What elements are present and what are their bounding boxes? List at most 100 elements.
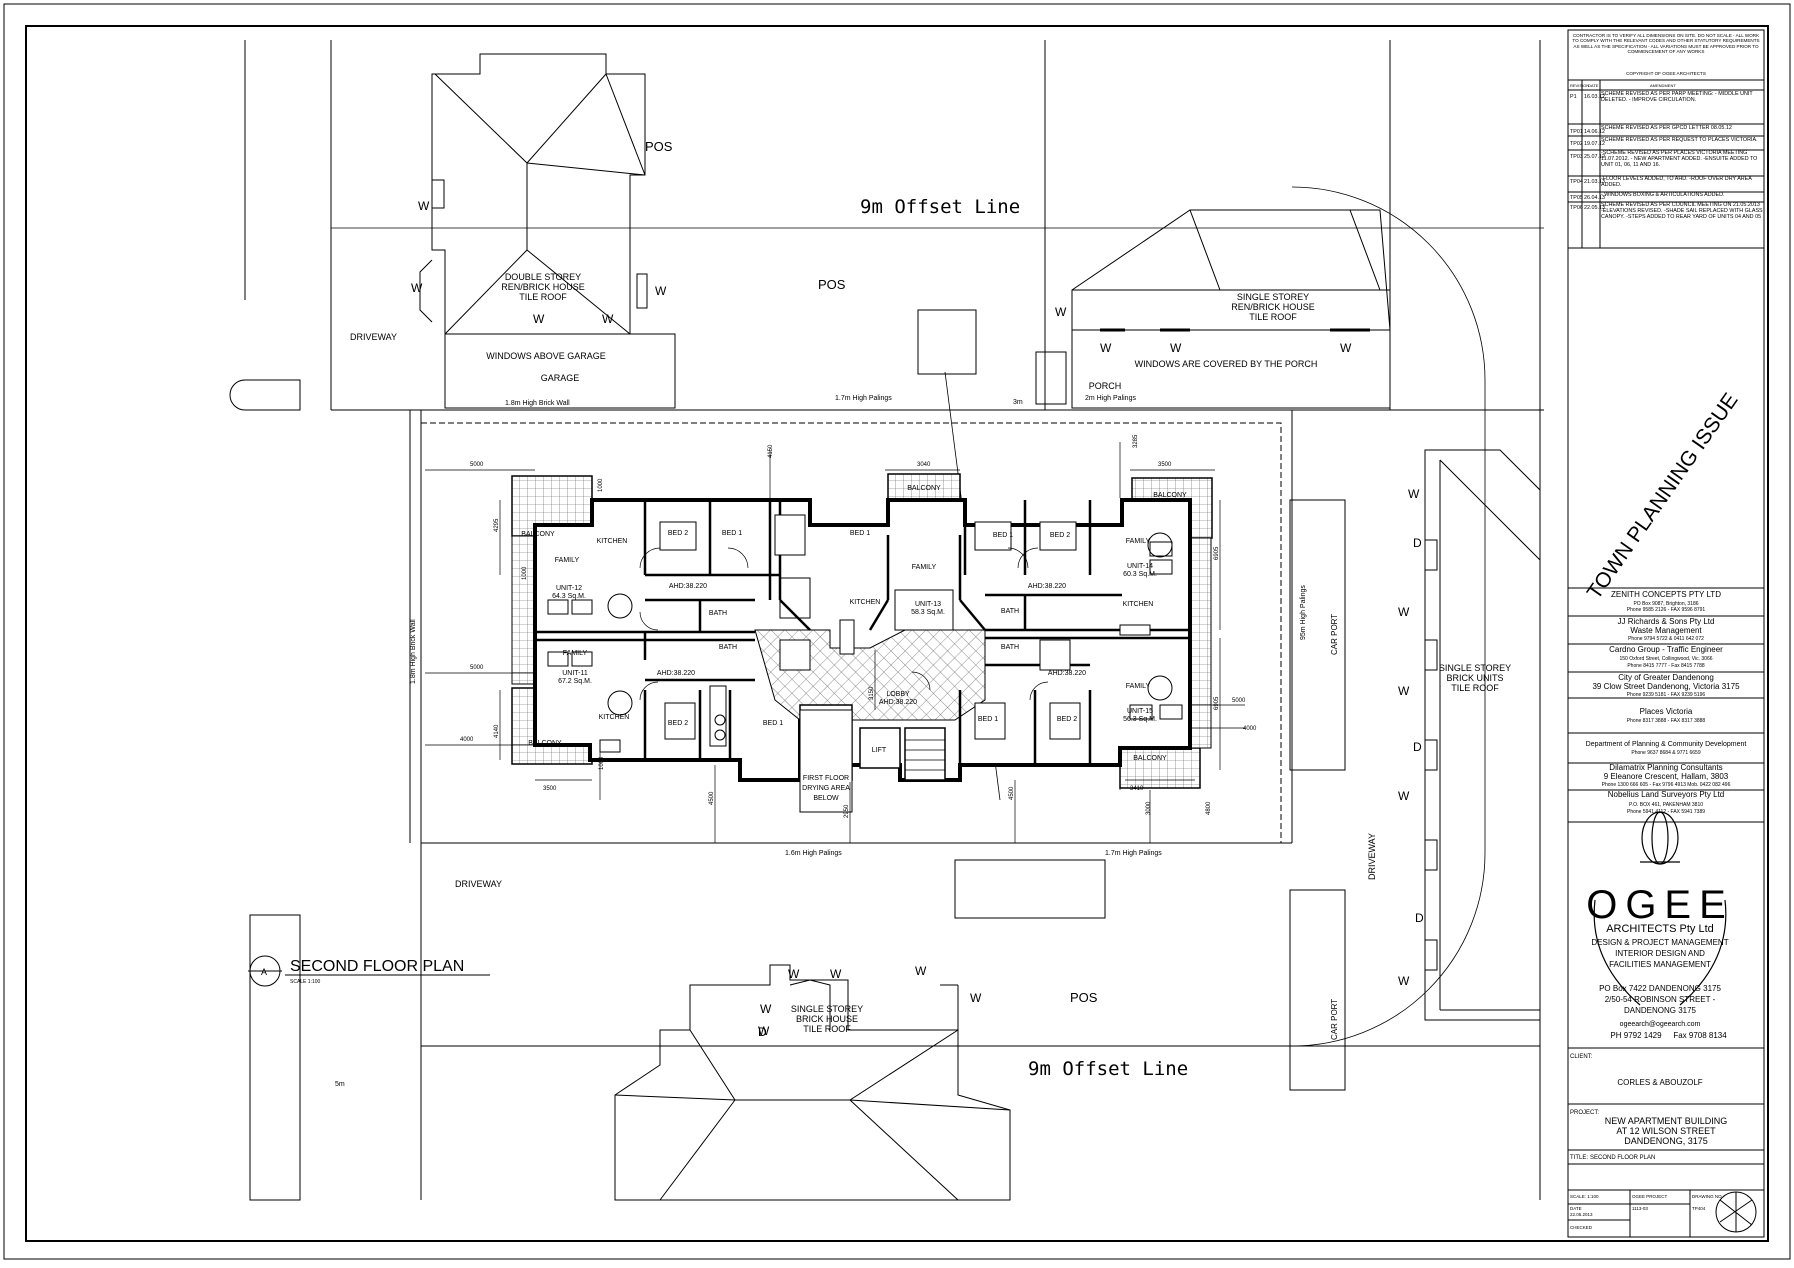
unit-13-balcony: BALCONY — [907, 485, 941, 492]
svg-text:BRICK HOUSE: BRICK HOUSE — [796, 1014, 858, 1024]
svg-text:AHD:38.220: AHD:38.220 — [879, 699, 917, 706]
svg-text:KITCHEN: KITCHEN — [597, 538, 628, 545]
svg-text:AHD:38.220: AHD:38.220 — [669, 583, 707, 590]
svg-text:FAMILY: FAMILY — [1126, 683, 1151, 690]
outer-border — [3, 3, 1791, 1260]
svg-text:D: D — [1415, 911, 1424, 925]
client-label: CLIENT: — [1570, 1054, 1593, 1060]
svg-text:BED 1: BED 1 — [850, 530, 870, 537]
svg-text:OGEE PROJECT: OGEE PROJECT — [1632, 1194, 1668, 1199]
svg-text:W: W — [411, 281, 423, 295]
ogee-logo-graphic — [1593, 811, 1727, 1006]
neighbour-units-right — [1424, 449, 1541, 1021]
lobby-label: LOBBY — [886, 691, 910, 698]
svg-text:W: W — [418, 199, 430, 213]
svg-text:W: W — [655, 284, 667, 298]
dimension-lines — [425, 442, 1245, 843]
svg-text:26.04.13: 26.04.13 — [1584, 195, 1605, 201]
svg-text:150 Oxford Street, Collingwood: 150 Oxford Street, Collingwood, Vic. 306… — [1619, 656, 1712, 662]
svg-text:DANDENONG 3175: DANDENONG 3175 — [1624, 1006, 1697, 1015]
svg-text:TP01: TP01 — [1570, 129, 1583, 135]
ogee-logo: OGEE — [1586, 883, 1734, 927]
svg-text:W: W — [1055, 305, 1067, 319]
svg-text:Phone 9585 2126 - FAX 9596 879: Phone 9585 2126 - FAX 9596 8791 — [1627, 607, 1706, 613]
svg-text:4295: 4295 — [494, 518, 500, 532]
svg-text:ARCHITECTS Pty Ltd: ARCHITECTS Pty Ltd — [1606, 923, 1714, 935]
title-block-fields: SCALE: 1:100 DATE 22.05.2013 CHECKED OGE… — [1570, 1194, 1723, 1230]
fence-top-right: 2m High Palings — [1085, 395, 1136, 402]
svg-text:TP03: TP03 — [1570, 154, 1583, 160]
svg-text:6905: 6905 — [1214, 696, 1220, 710]
svg-text:2/50-54 ROBINSON STREET -: 2/50-54 ROBINSON STREET - — [1605, 995, 1716, 1004]
fence-left-side: 1.8m High Brick Wall — [410, 619, 417, 684]
building-floor-plan — [511, 473, 1213, 813]
svg-text:INTERIOR DESIGN AND: INTERIOR DESIGN AND — [1615, 949, 1705, 958]
svg-text:AHD:38.220: AHD:38.220 — [657, 670, 695, 677]
svg-text:GARAGE: GARAGE — [541, 373, 580, 383]
distance-5m: 5m — [335, 1081, 345, 1088]
svg-text:W: W — [1398, 684, 1410, 698]
svg-text:TP02: TP02 — [1570, 141, 1583, 147]
svg-text:TILE ROOF: TILE ROOF — [519, 292, 567, 302]
svg-text:TP04: TP04 — [1570, 179, 1583, 185]
lift-shaft — [859, 727, 901, 769]
svg-text:4140: 4140 — [494, 724, 500, 738]
svg-text:WINDOWS ABOVE GARAGE: WINDOWS ABOVE GARAGE — [486, 351, 606, 361]
svg-text:W: W — [1398, 974, 1410, 988]
svg-text:3500: 3500 — [1158, 462, 1172, 468]
svg-text:DATE: DATE — [1588, 83, 1599, 88]
svg-text:5000: 5000 — [470, 665, 484, 671]
svg-text:W: W — [788, 967, 800, 981]
svg-text:SINGLE STOREY: SINGLE STOREY — [1237, 292, 1309, 302]
fence-top-left: 1.8m High Brick Wall — [505, 400, 570, 407]
svg-text:W: W — [758, 1024, 770, 1038]
svg-text:BED 1: BED 1 — [722, 530, 742, 537]
svg-text:4800: 4800 — [1206, 801, 1212, 815]
pos-label-1: POS — [645, 139, 673, 154]
svg-text:W: W — [970, 991, 982, 1005]
svg-text:SCALE: 1:100: SCALE: 1:100 — [1570, 1194, 1599, 1199]
svg-text:P.O. BOX 461, PAKENHAM 3810: P.O. BOX 461, PAKENHAM 3810 — [1629, 802, 1703, 808]
dimension-labels: 5000 5000 4000 4150 3040 3500 3285 4295 … — [460, 434, 1257, 818]
section-marker — [248, 955, 490, 987]
car-port-label-2: CAR PORT — [1330, 999, 1339, 1040]
title-label: TITLE: — [1570, 1155, 1588, 1161]
svg-text:BED 1: BED 1 — [993, 532, 1013, 539]
svg-text:P1: P1 — [1570, 94, 1577, 100]
title-block-frame — [1567, 29, 1765, 1238]
svg-text:DOUBLE STOREY: DOUBLE STOREY — [505, 272, 581, 282]
svg-text:39 Clow Street Dandenong, Vict: 39 Clow Street Dandenong, Victoria 3175 — [1592, 682, 1740, 691]
project-line-2: AT 12 WILSON STREET — [1616, 1126, 1716, 1136]
svg-text:BED 1: BED 1 — [978, 716, 998, 723]
svg-text:FAMILY: FAMILY — [912, 564, 937, 571]
car-port-label-1: CAR PORT — [1330, 614, 1339, 655]
unit-15-name: UNIT-15 — [1127, 708, 1153, 715]
svg-text:BATH: BATH — [709, 610, 727, 617]
svg-text:BATH: BATH — [1001, 608, 1019, 615]
fence-3m: 3m — [1013, 399, 1023, 406]
fence-bottom-right: 1.7m High Palings — [1105, 850, 1162, 857]
svg-text:3410: 3410 — [1130, 786, 1144, 792]
revision-headers: REVISION DATE AMENDMENT — [1570, 83, 1676, 88]
svg-text:TP06: TP06 — [1570, 205, 1583, 211]
svg-text:KITCHEN: KITCHEN — [850, 599, 881, 606]
svg-text:19.07.12: 19.07.12 — [1584, 141, 1605, 147]
svg-text:Phone 9239 5181 - FAX 9239 519: Phone 9239 5181 - FAX 9239 5196 — [1627, 692, 1706, 698]
svg-text:22.05.2013: 22.05.2013 — [1570, 1212, 1593, 1217]
architect-block: OGEE ARCHITECTS Pty Ltd DESIGN & PROJECT… — [1586, 883, 1734, 1040]
north-arrow-icon — [1715, 1191, 1757, 1233]
svg-text:W: W — [1170, 341, 1182, 355]
svg-text:FIRST FLOOR: FIRST FLOOR — [803, 775, 849, 782]
svg-text:TILE ROOF: TILE ROOF — [1451, 683, 1499, 693]
svg-text:KITCHEN: KITCHEN — [599, 714, 630, 721]
svg-text:4000: 4000 — [460, 737, 474, 743]
svg-text:FAMILY: FAMILY — [563, 650, 588, 657]
svg-text:21.03.13: 21.03.13 — [1584, 179, 1605, 185]
svg-text:W: W — [760, 1002, 772, 1016]
svg-text:DATE: DATE — [1570, 1206, 1582, 1211]
unit-14-balcony: BALCONY — [1153, 492, 1187, 499]
fixtures — [547, 514, 1183, 753]
unit-11-name: UNIT-11 — [562, 670, 588, 677]
svg-text:3500: 3500 — [543, 786, 557, 792]
